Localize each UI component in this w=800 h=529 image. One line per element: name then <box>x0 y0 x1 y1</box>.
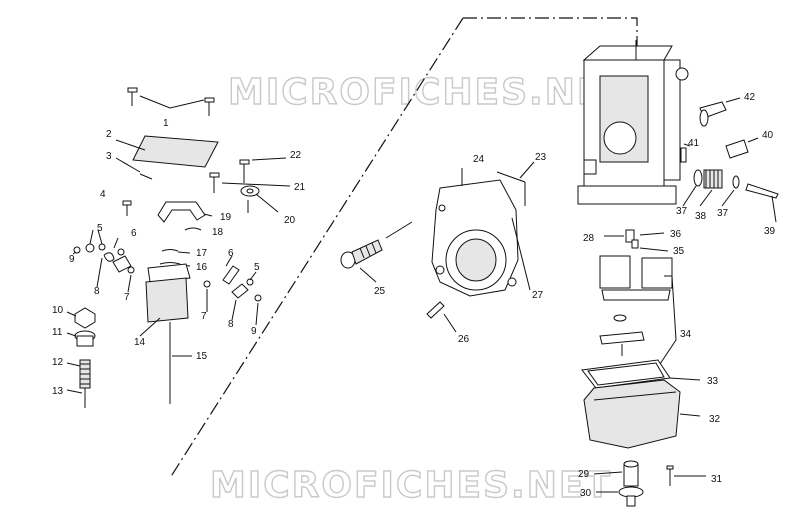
leaders-left <box>72 229 259 326</box>
callout-28: 28 <box>583 233 595 244</box>
screw-part-21 <box>209 172 291 193</box>
cap-part-40 <box>725 139 749 159</box>
carburetor-body <box>577 40 689 205</box>
bolt-part-25 <box>340 221 413 283</box>
pilot-screw-part-39 <box>745 183 779 199</box>
gasket-part-23 <box>496 171 526 183</box>
callout-2: 2 <box>106 129 112 140</box>
bracket-part-19 <box>157 201 206 223</box>
callout-6a: 6 <box>131 228 137 239</box>
callout-21: 21 <box>294 182 306 193</box>
screw-part-4 <box>122 200 132 216</box>
callout-7b: 7 <box>201 311 207 322</box>
needle-seat <box>599 314 645 356</box>
callout-35: 35 <box>673 246 685 257</box>
callout-17: 17 <box>196 248 208 259</box>
callout-39: 39 <box>764 226 776 237</box>
callout-12: 12 <box>52 357 64 368</box>
callout-22: 22 <box>290 150 302 161</box>
callout-8a: 8 <box>94 286 100 297</box>
clip-part-17 <box>161 249 179 252</box>
watermark-bottom: MICROFICHES.NET <box>210 465 612 506</box>
screw-part-31 <box>666 465 706 486</box>
callout-36: 36 <box>670 229 682 240</box>
jets-parts-35-36 <box>604 229 669 252</box>
callout-6b: 6 <box>228 248 234 259</box>
callout-14: 14 <box>134 337 146 348</box>
callout-37a: 37 <box>676 206 688 217</box>
small-parts-right <box>203 265 262 302</box>
pin-part-26 <box>426 301 445 319</box>
spring-part-18 <box>184 227 202 231</box>
callout-32: 32 <box>709 414 721 425</box>
screw-part-1 <box>127 87 215 116</box>
callout-34: 34 <box>680 329 692 340</box>
callout-18: 18 <box>212 227 224 238</box>
callout-42: 42 <box>744 92 756 103</box>
callout-26: 26 <box>458 334 470 345</box>
float-bowl-part-32 <box>583 379 701 449</box>
callout-27: 27 <box>532 290 544 301</box>
callout-15: 15 <box>196 351 208 362</box>
fitting-part-42 <box>699 97 741 127</box>
callout-7a: 7 <box>124 292 130 303</box>
separator-diagonal <box>169 17 464 479</box>
callout-20: 20 <box>284 215 296 226</box>
clip-part-16 <box>159 262 181 265</box>
callout-30: 30 <box>580 488 592 499</box>
callout-24: 24 <box>473 154 485 165</box>
right-parts-group <box>577 40 779 507</box>
callout-13: 13 <box>52 386 64 397</box>
callout-1: 1 <box>163 118 169 129</box>
callout-37b: 37 <box>717 208 729 219</box>
left-parts-group <box>66 87 291 408</box>
callout-23: 23 <box>535 152 547 163</box>
callout-16: 16 <box>196 262 208 273</box>
callout-5b: 5 <box>254 262 260 273</box>
small-parts-left <box>73 229 135 274</box>
separator-top <box>463 17 638 46</box>
callout-11: 11 <box>52 327 63 338</box>
insulator-part-24 <box>431 168 519 297</box>
callout-38: 38 <box>695 211 707 222</box>
center-parts-group <box>340 161 535 333</box>
callout-29: 29 <box>578 469 590 480</box>
watermark-top: MICROFICHES.NET <box>228 72 630 113</box>
slide-block-part-14 <box>139 263 191 337</box>
screw-part-22 <box>239 157 287 183</box>
callout-3: 3 <box>106 151 112 162</box>
drain-parts-29-30 <box>593 460 644 507</box>
callout-40: 40 <box>762 130 774 141</box>
callout-5a: 5 <box>97 223 103 234</box>
callout-19: 19 <box>220 212 232 223</box>
part-3-clip <box>139 173 153 180</box>
callout-4: 4 <box>100 189 106 200</box>
callout-9b: 9 <box>251 326 257 337</box>
callout-33: 33 <box>707 376 719 387</box>
jet-part-41 <box>680 147 687 163</box>
spring-part-38 <box>682 169 740 207</box>
stack-parts-10-13 <box>66 307 96 408</box>
gasket-plate <box>132 135 219 168</box>
callout-8b: 8 <box>228 319 234 330</box>
callout-9a: 9 <box>69 254 75 265</box>
callout-41: 41 <box>688 138 700 149</box>
float-part-34 <box>599 255 677 365</box>
callout-31: 31 <box>711 474 723 485</box>
nut-part-20 <box>240 185 279 213</box>
callout-10: 10 <box>52 305 64 316</box>
callout-25: 25 <box>374 286 386 297</box>
callout-labels: 1 2 3 4 5 6 7 8 9 10 11 12 13 14 15 16 1… <box>52 92 776 499</box>
